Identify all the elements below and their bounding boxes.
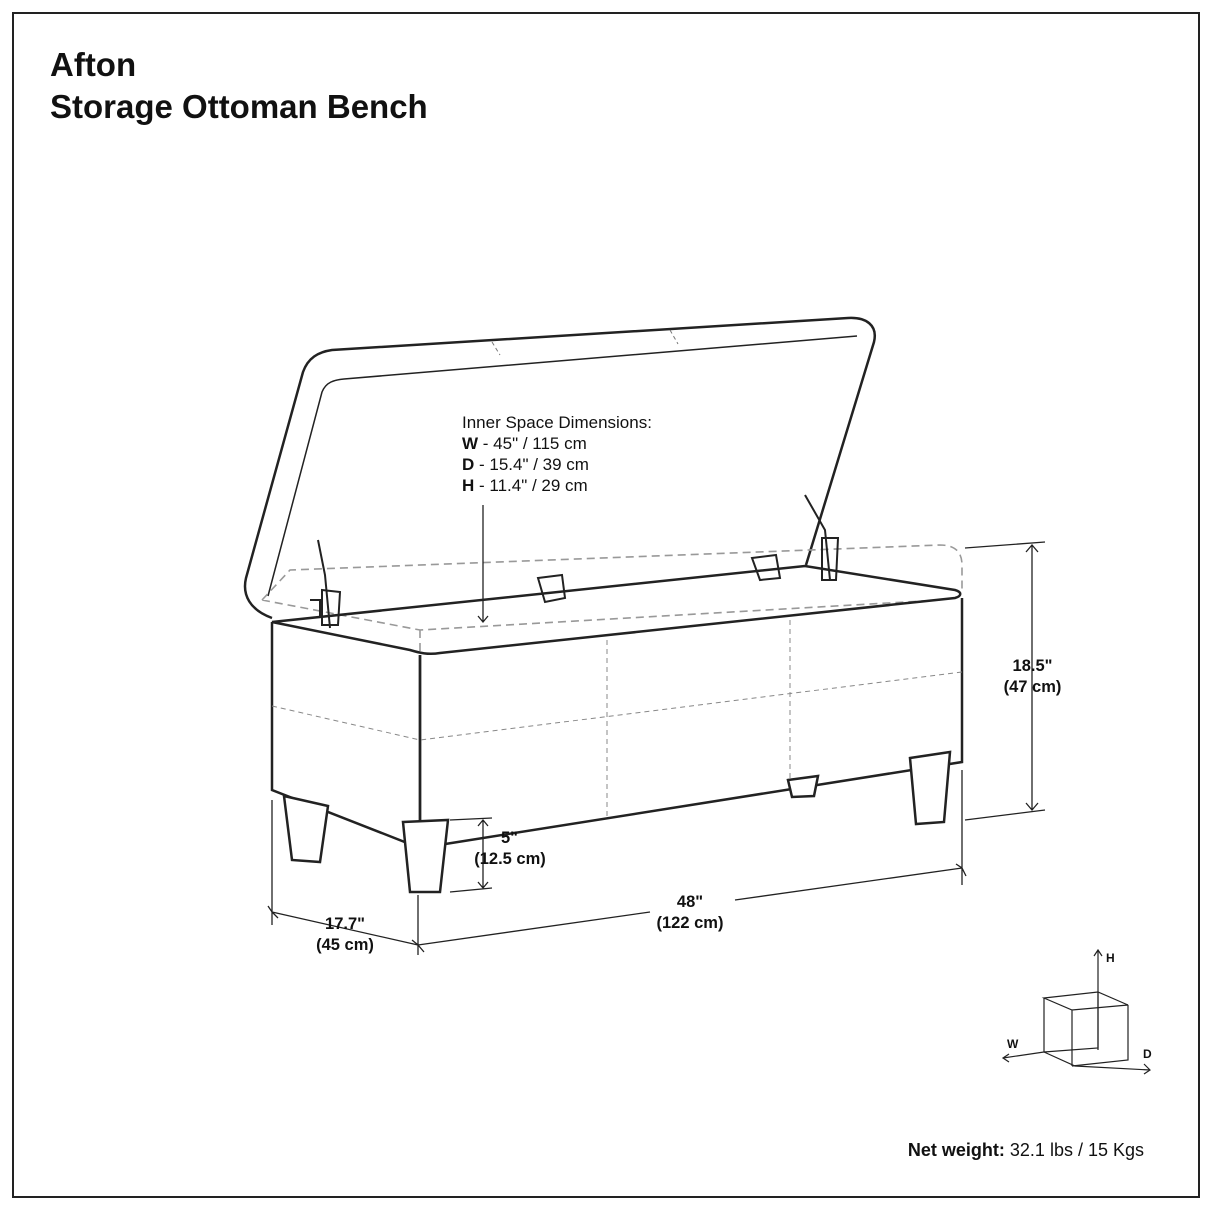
product-name: Afton	[50, 46, 137, 83]
inner-height-key: H	[462, 476, 475, 495]
leg-front-right	[908, 750, 952, 826]
inner-space-outline	[261, 544, 963, 655]
depth-metric: (45 cm)	[316, 936, 374, 954]
width-metric: (122 cm)	[656, 914, 724, 932]
height-metric: (47 cm)	[1003, 678, 1062, 696]
inner-depth-key: D	[462, 455, 475, 474]
height-imperial: 18.5"	[1012, 657, 1053, 675]
leg-back-right	[786, 774, 820, 799]
inner-height: H - 11.4" / 29 cm	[462, 475, 652, 496]
width-dim	[411, 770, 967, 955]
net-weight-value: 32.1 lbs / 15 Kgs	[1004, 1140, 1144, 1160]
latch-right	[750, 553, 782, 582]
leg-metric: (12.5 cm)	[474, 850, 546, 868]
legs	[282, 750, 952, 894]
hinge-left	[310, 539, 342, 629]
axis-d-label: D	[1143, 1047, 1152, 1061]
depth-dim	[267, 800, 419, 946]
dimension-lines	[267, 505, 1046, 955]
inner-space-heading: Inner Space Dimensions:	[462, 413, 652, 432]
depth-label: 17.7" (45 cm)	[300, 914, 390, 956]
frame-border	[12, 12, 1200, 1198]
leg-height-label: 5" (12.5 cm)	[465, 828, 555, 870]
lid-inner-edge	[267, 335, 858, 597]
leg-back-left	[282, 794, 330, 864]
inner-height-value: - 11.4" / 29 cm	[474, 476, 588, 495]
net-weight-label: Net weight:	[907, 1140, 1005, 1160]
inner-space-dimensions: Inner Space Dimensions: W - 45" / 115 cm…	[462, 412, 652, 496]
inner-width: W - 45" / 115 cm	[462, 433, 652, 454]
inner-arrow	[477, 505, 489, 624]
depth-imperial: 17.7"	[325, 915, 365, 933]
axis-w-label: W	[1007, 1037, 1019, 1051]
box-top-rim	[271, 564, 962, 656]
lid	[243, 316, 877, 620]
inner-width-key: W	[462, 434, 479, 453]
product-type: Storage Ottoman Bench	[50, 88, 428, 125]
inner-depth-value: - 15.4" / 39 cm	[474, 455, 589, 474]
net-weight: Net weight: 32.1 lbs / 15 Kgs	[908, 1140, 1144, 1161]
latch-left	[536, 573, 567, 604]
lid-seams	[491, 329, 679, 356]
leg-imperial: 5"	[501, 829, 518, 847]
inner-width-value: - 45" / 115 cm	[478, 434, 587, 453]
height-label: 18.5" (47 cm)	[990, 656, 1075, 698]
box-front-face	[418, 598, 964, 850]
page-title: Afton Storage Ottoman Bench	[50, 44, 428, 128]
leg-dim	[449, 817, 493, 893]
box-seams	[271, 620, 963, 820]
width-imperial: 48"	[676, 893, 704, 911]
height-dim	[964, 541, 1046, 821]
axes-icon	[1001, 948, 1151, 1075]
leg-front-left	[401, 818, 450, 894]
inner-depth: D - 15.4" / 39 cm	[462, 454, 652, 475]
width-label: 48" (122 cm)	[645, 892, 735, 934]
hinge-right	[804, 494, 840, 581]
axis-h-label: H	[1106, 951, 1115, 965]
